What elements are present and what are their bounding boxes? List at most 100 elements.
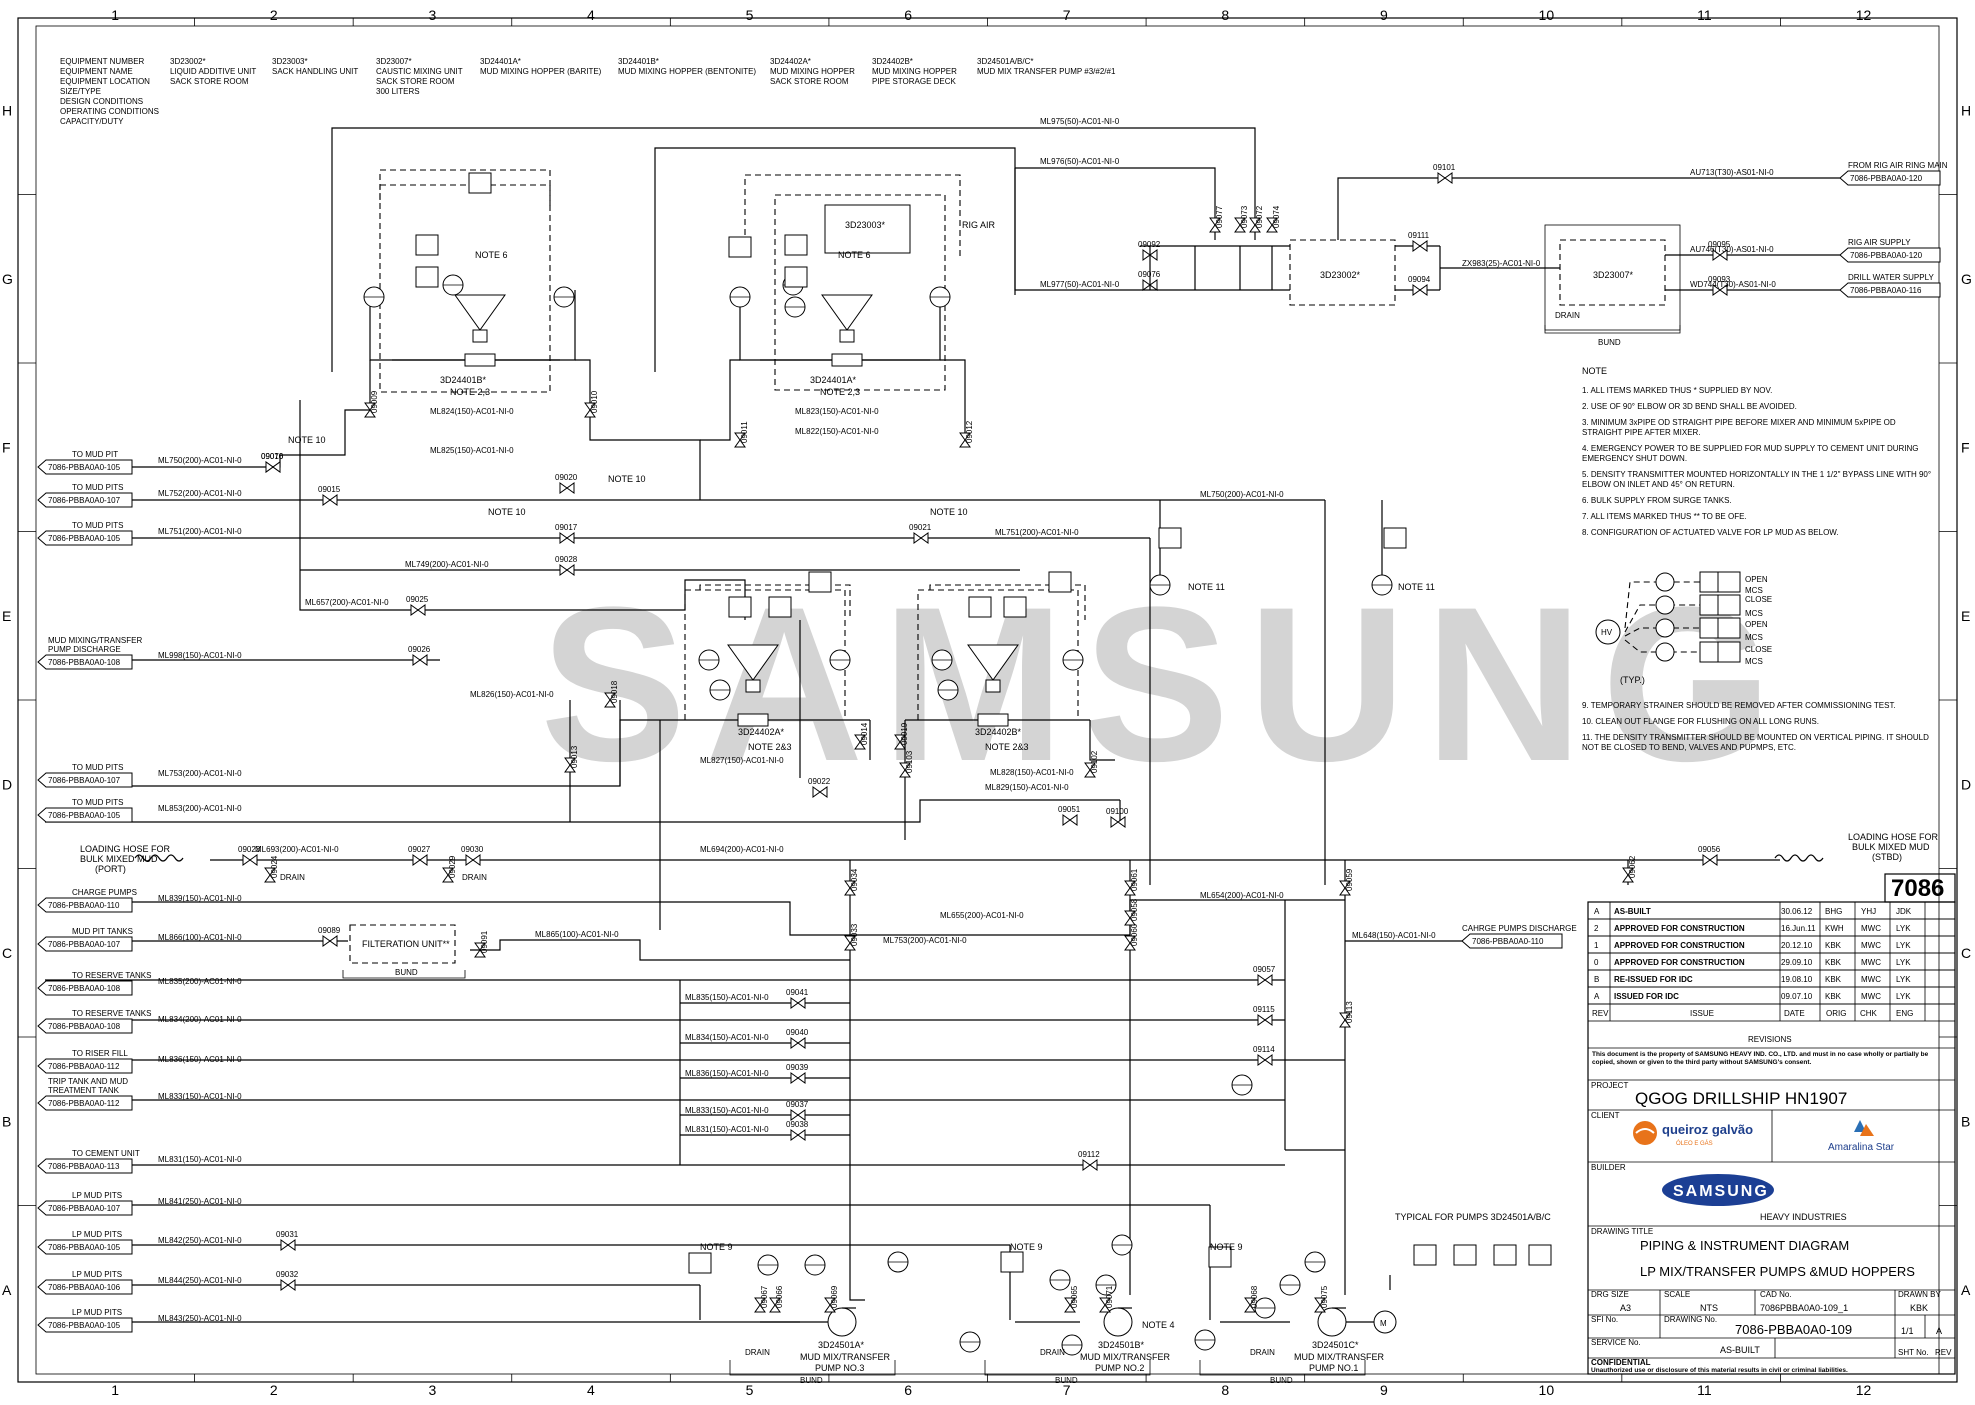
manual-valve-icon[interactable]: 09066 (769, 1285, 784, 1313)
manual-valve-icon[interactable]: 09075 (1314, 1285, 1329, 1313)
manual-valve-icon[interactable]: 09100 (1106, 807, 1129, 828)
manual-valve-icon[interactable]: 09112 (1078, 1150, 1100, 1171)
manual-valve-icon[interactable]: 09021 (909, 523, 932, 544)
manual-valve-icon[interactable]: 09011 (734, 421, 749, 448)
manual-valve-icon[interactable]: 09024 (264, 855, 279, 883)
manual-valve-icon[interactable]: 09073 (1234, 205, 1249, 233)
manual-valve-icon[interactable]: 09017 (555, 523, 578, 544)
manual-valve-icon[interactable]: 09031 (276, 1230, 299, 1251)
manual-valve-icon[interactable]: 09023 (238, 845, 261, 866)
revisions-label: REVISIONS (1748, 1035, 1792, 1044)
manual-valve-icon[interactable]: 09051 (1058, 805, 1081, 826)
manual-valve-icon[interactable]: 09113 (1339, 1001, 1354, 1028)
manual-valve-icon[interactable]: 09067 (754, 1285, 769, 1313)
manual-valve-icon[interactable]: 09012 (959, 420, 974, 448)
manual-valve-icon[interactable]: 09074 (1266, 205, 1281, 233)
manual-valve-icon[interactable]: 09061 (1124, 868, 1139, 896)
manual-valve-icon[interactable]: 09056 (1698, 845, 1721, 866)
valve-tag: 09031 (276, 1230, 299, 1239)
rev-id: A (1594, 992, 1600, 1001)
manual-valve-icon[interactable]: 09057 (1253, 965, 1276, 986)
manual-valve-icon[interactable]: 09111 (1408, 231, 1430, 252)
manual-valve-icon[interactable]: 09010 (584, 390, 599, 418)
manual-valve-icon[interactable]: 09065 (1064, 1285, 1079, 1313)
manual-valve-icon[interactable]: 09101 (1433, 163, 1456, 184)
manual-valve-icon[interactable]: 09037 (786, 1100, 809, 1121)
manual-valve-icon[interactable]: 09019 (894, 722, 909, 750)
manual-valve-icon[interactable]: 09070 (261, 452, 284, 473)
manual-valve-icon[interactable]: 09027 (408, 845, 431, 866)
manual-valve-icon[interactable]: 09095 (1708, 240, 1731, 261)
manual-valve-icon[interactable]: 09022 (808, 777, 831, 798)
manual-valve-icon[interactable]: 09028 (555, 555, 578, 576)
manual-valve-icon[interactable]: 09026 (408, 645, 431, 666)
manual-valve-icon[interactable]: 09077 (1209, 205, 1224, 233)
cad-no: 7086PBBA0A0-109_1 (1760, 1303, 1848, 1313)
valve-tag: 09071 (1105, 1285, 1114, 1308)
manual-valve-icon[interactable]: 09032 (276, 1270, 299, 1291)
manual-valve-icon[interactable]: 09041 (786, 988, 809, 1009)
rev-chk: MWC (1861, 975, 1881, 984)
manual-valve-icon[interactable]: 09033 (844, 923, 859, 951)
manual-valve-icon[interactable]: 09069 (824, 1285, 839, 1313)
manual-valve-icon[interactable]: 09114 (1253, 1045, 1275, 1066)
manual-valve-icon[interactable]: 09072 (1249, 205, 1264, 233)
manual-valve-icon[interactable]: 09059 (1339, 868, 1354, 896)
manual-valve-icon[interactable]: 09040 (786, 1028, 809, 1049)
manual-valve-icon[interactable]: 09093 (1708, 275, 1731, 296)
manual-valve-icon[interactable]: 09014 (854, 722, 869, 750)
manual-valve-icon[interactable]: 09102 (1084, 750, 1099, 778)
manual-valve-icon[interactable]: 09029 (442, 855, 457, 883)
manual-valve-icon[interactable]: 09115 (1253, 1005, 1275, 1026)
manual-valve-icon[interactable]: 09030 (461, 845, 484, 866)
line-label-ml829: ML829(150)-AC01-NI-0 (985, 783, 1069, 792)
manual-valve-icon[interactable]: 09058 (1124, 898, 1139, 926)
manual-valve-icon[interactable]: 09060 (1124, 923, 1139, 951)
manual-valve-icon[interactable]: 09015 (318, 485, 341, 506)
manual-valve-icon[interactable]: 09068 (1244, 1285, 1259, 1313)
line-label-ml751r: ML751(200)-AC01-NI-0 (995, 528, 1079, 537)
connection-title: TO CEMENT UNIT (72, 1149, 140, 1158)
note9-pump1: NOTE 9 (1210, 1242, 1243, 1252)
manual-valve-icon[interactable]: 09018 (604, 680, 619, 708)
manual-valve-icon[interactable]: 09034 (844, 868, 859, 896)
zone-row-right: H (1961, 102, 1971, 118)
manual-valve-icon[interactable]: 09103 (899, 750, 914, 778)
manual-valve-icon[interactable]: 09025 (406, 595, 429, 616)
manual-valve-icon[interactable]: 09094 (1408, 275, 1431, 296)
equipment-header-label: CAPACITY/DUTY (60, 117, 124, 126)
manual-valve-icon[interactable]: 09076 (1138, 270, 1161, 291)
manual-valve-icon[interactable]: 09092 (1138, 240, 1161, 261)
manual-valve-icon[interactable]: 09091 (474, 930, 489, 958)
manual-valve-icon[interactable]: 09062 (1622, 855, 1637, 883)
manual-valve-icon[interactable]: 09039 (786, 1063, 809, 1084)
manual-valve-icon[interactable]: 09071 (1099, 1285, 1114, 1313)
manual-valve-icon[interactable]: 09020 (555, 473, 578, 494)
note-line: EMERGENCY SHUT DOWN. (1582, 454, 1687, 463)
manual-valve-icon[interactable]: 09038 (786, 1120, 809, 1141)
manual-valve-icon[interactable]: 09009 (364, 390, 379, 418)
manual-valve-icon[interactable]: 09089 (318, 926, 341, 947)
manual-valve-icon[interactable]: 09013 (564, 745, 579, 773)
